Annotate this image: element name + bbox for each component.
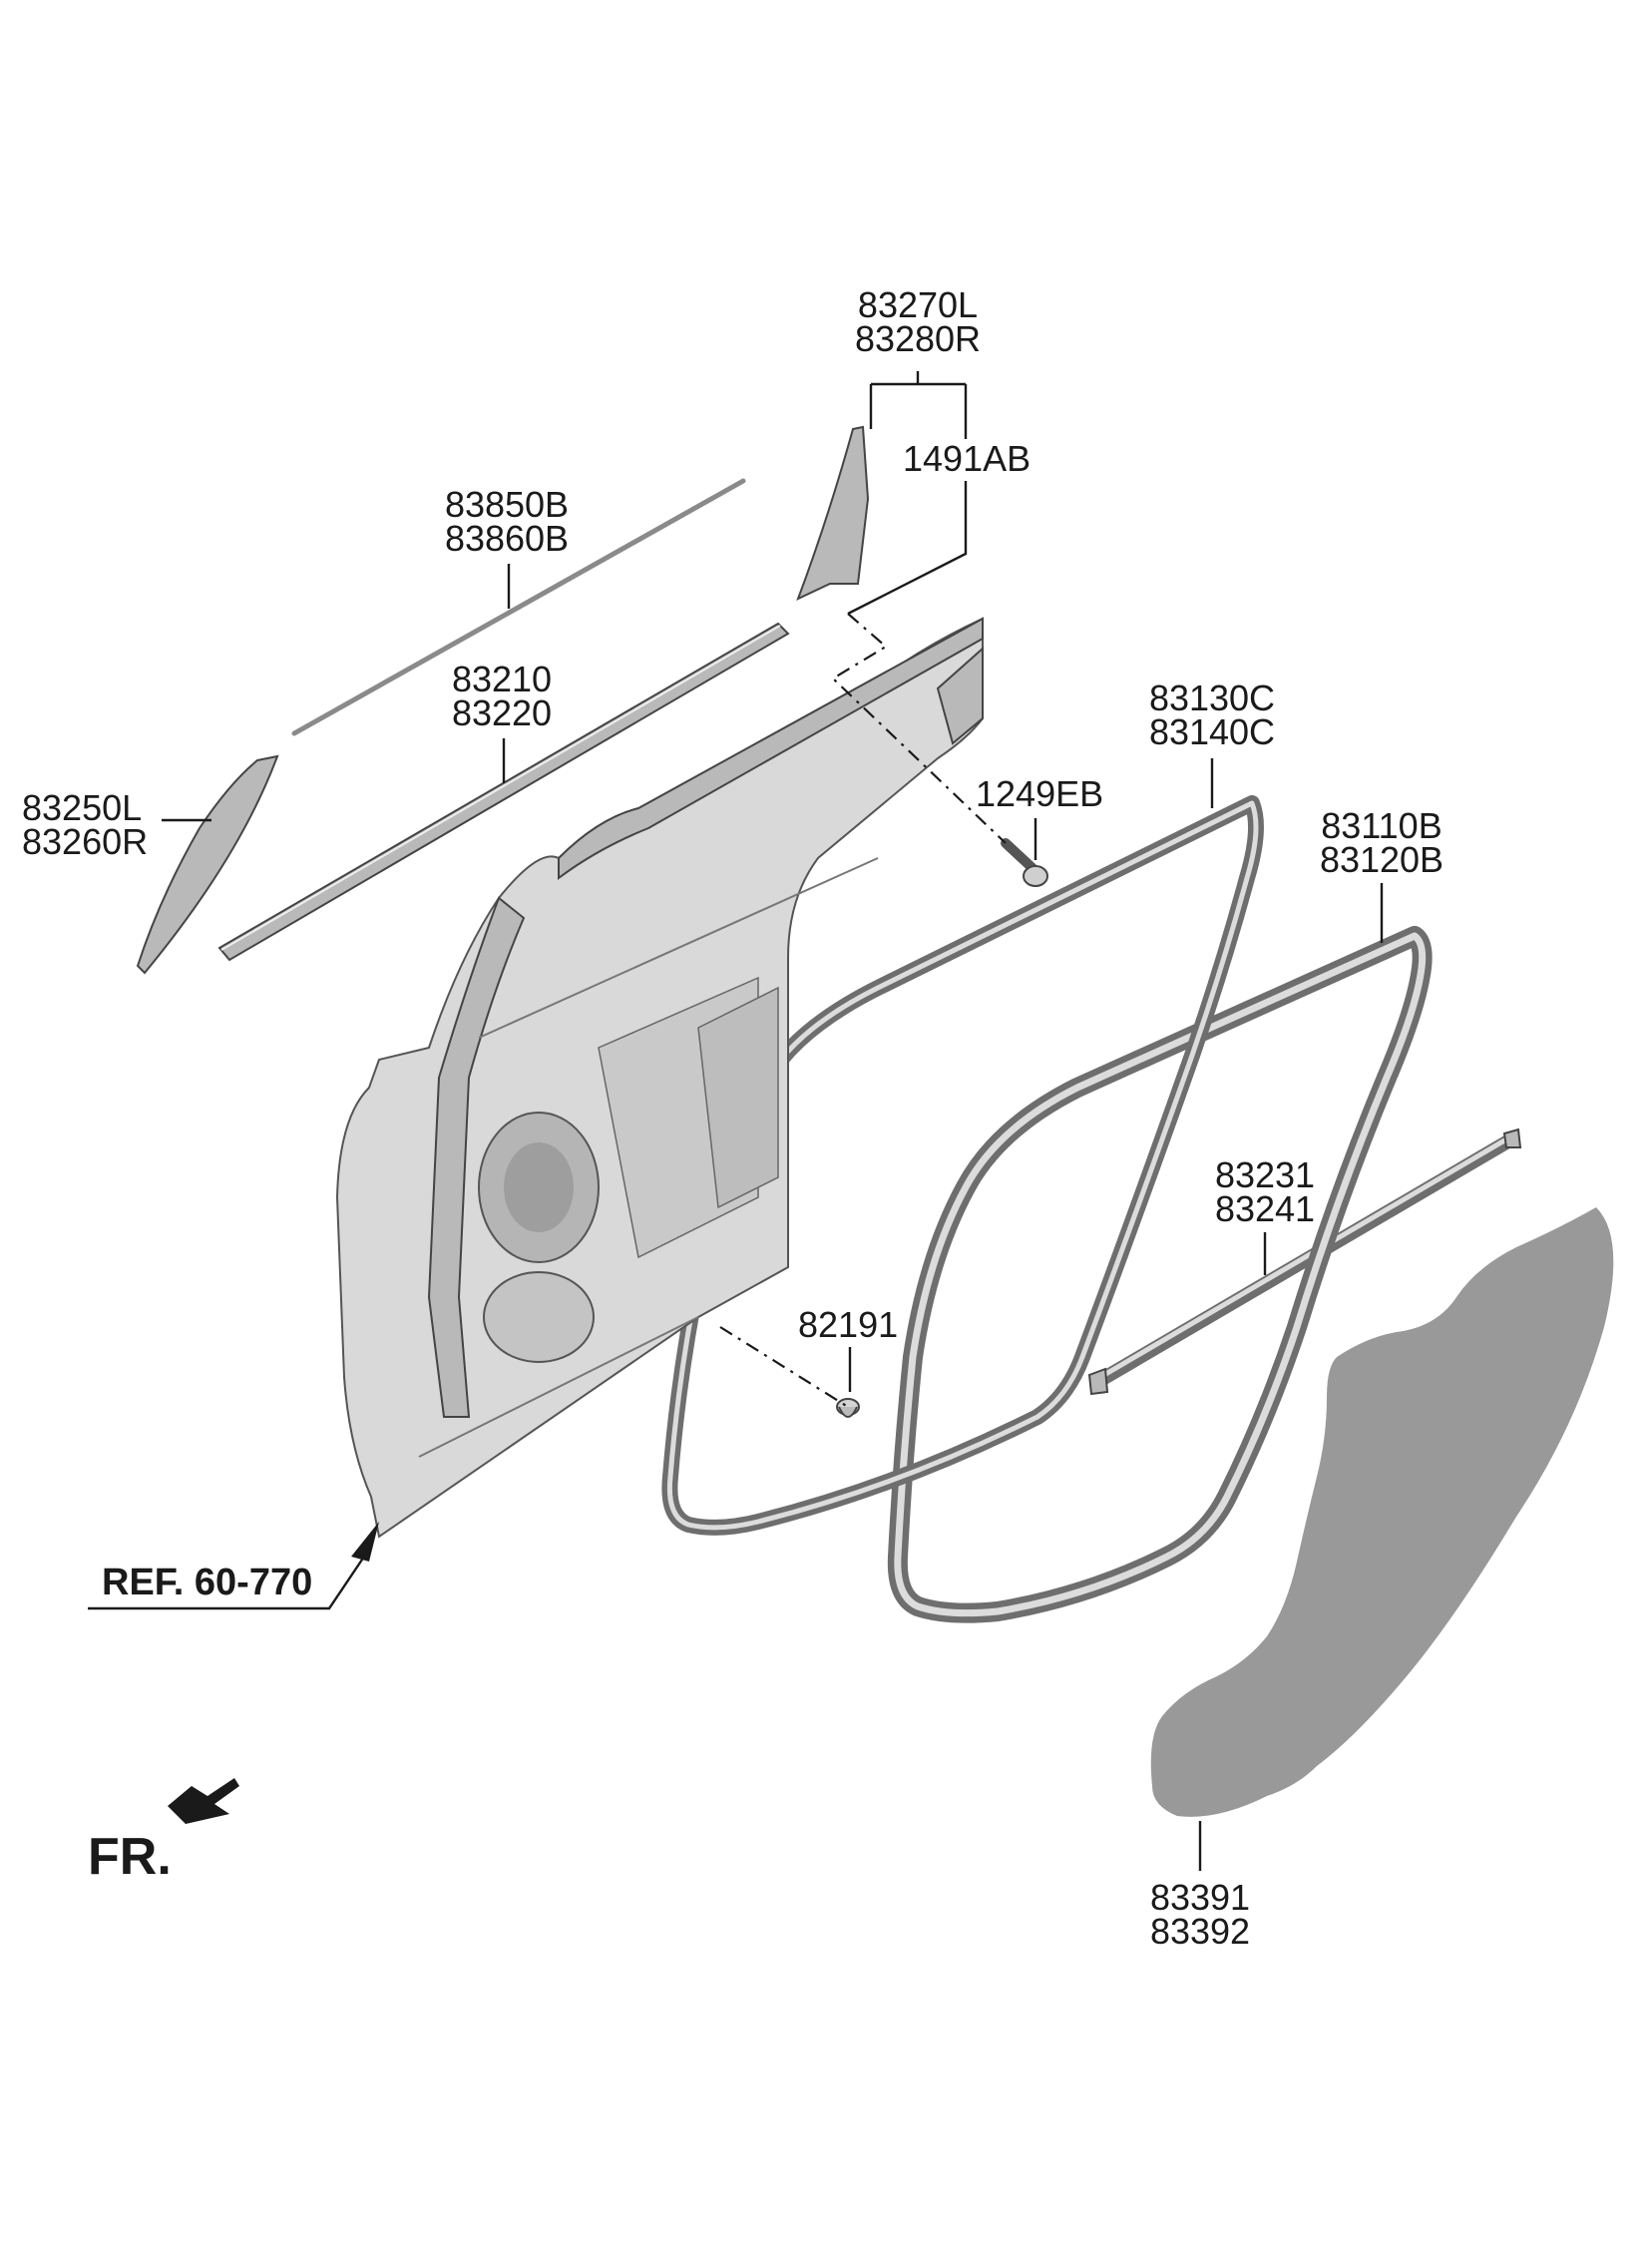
- screw-icon: [1001, 838, 1048, 887]
- door-panel: [335, 617, 984, 1539]
- label-83130C: 83130C: [1149, 677, 1275, 718]
- label-83391: 83391: [1150, 1877, 1250, 1918]
- label-83250L: 83250L: [22, 787, 142, 828]
- label-83280R: 83280R: [855, 318, 981, 359]
- label-83220: 83220: [452, 692, 552, 733]
- label-83860B: 83860B: [445, 518, 569, 559]
- label-83392: 83392: [1150, 1911, 1250, 1952]
- outer-moulding: [291, 478, 746, 736]
- reference-label: REF. 60-770: [102, 1562, 312, 1603]
- front-label: FR.: [88, 1828, 172, 1886]
- label-83270L: 83270L: [858, 284, 978, 325]
- front-arrow-icon: [168, 1778, 239, 1824]
- ref-arrow-icon: [351, 1522, 379, 1562]
- label-83110B: 83110B: [1321, 805, 1442, 846]
- label-82191: 82191: [798, 1304, 898, 1345]
- label-1249EB: 1249EB: [976, 773, 1103, 814]
- label-83120B: 83120B: [1320, 839, 1444, 880]
- label-1491AB: 1491AB: [903, 438, 1031, 479]
- label-83140C: 83140C: [1149, 711, 1275, 752]
- label-83850B: 83850B: [445, 484, 569, 525]
- label-83210: 83210: [452, 659, 552, 699]
- upper-front-trim-piece: [796, 425, 870, 601]
- body-weatherstrip: [887, 926, 1433, 1623]
- label-83231: 83231: [1215, 1154, 1315, 1195]
- belt-moulding: [217, 622, 790, 962]
- inner-belt-weatherstrip: [1087, 1128, 1522, 1396]
- rear-trim-piece: [136, 754, 279, 975]
- label-83241: 83241: [1215, 1188, 1315, 1229]
- plug-icon: [836, 1398, 860, 1418]
- sealing-cover: [1150, 1207, 1614, 1817]
- label-83260R: 83260R: [22, 821, 148, 862]
